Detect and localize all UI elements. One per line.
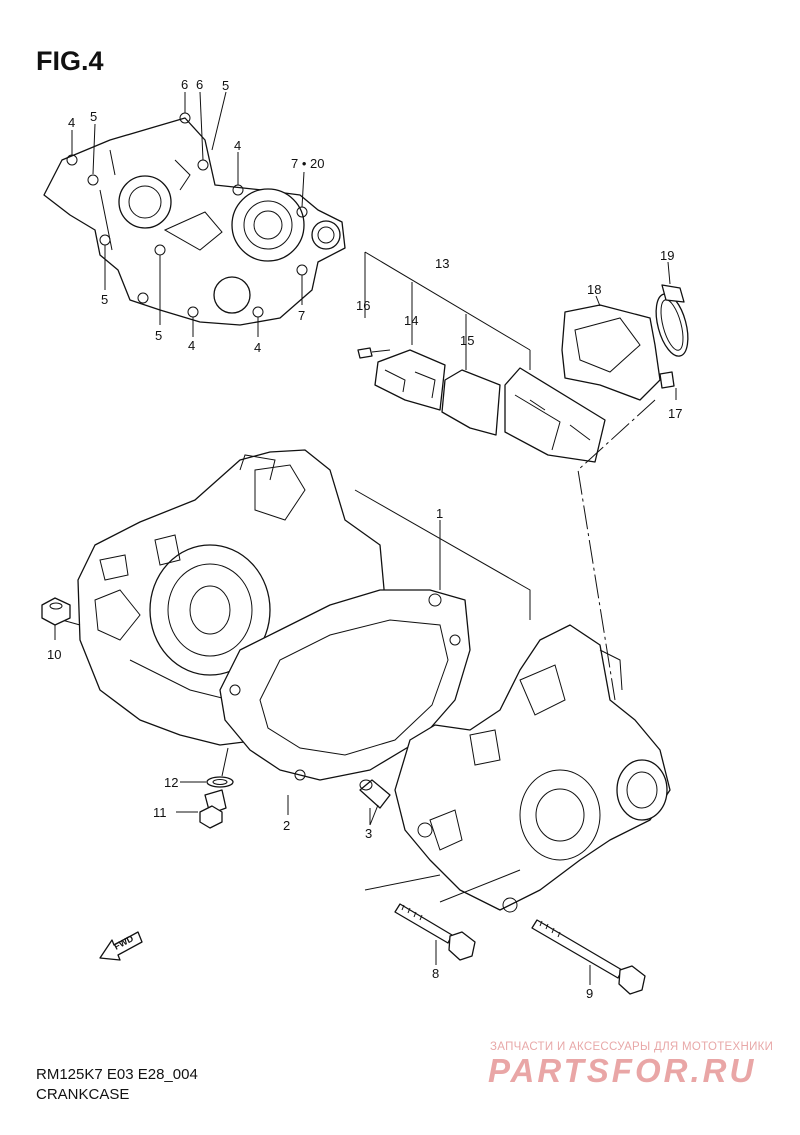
callout-6b: 6 [196,77,203,92]
assembly-line-bolts [364,869,521,903]
bolt-long [531,919,646,995]
callout-2: 2 [283,818,290,833]
callout-15: 15 [460,333,474,348]
callout-5d: 5 [155,328,162,343]
watermark-caption: ЗАПЧАСТИ И АКСЕССУАРЫ ДЛЯ МОТОТЕХНИКИ [490,1041,774,1053]
crankcase-gasket [219,589,471,781]
callout-7-20: 7 • 20 [291,156,324,171]
nut [41,597,71,640]
callout-labels: 1 2 3 4 4 4 4 5 5 5 5 6 6 7 7 • 20 8 9 1… [47,77,682,1001]
callout-16: 16 [356,298,370,313]
callout-3: 3 [365,826,372,841]
bolt-short [394,903,476,965]
figure-title: FIG.4 [36,46,104,76]
dowel-pin [359,779,391,826]
callout-4d: 4 [254,340,261,355]
callout-8: 8 [432,966,439,981]
callout-bracket-1 [354,489,531,620]
callout-19: 19 [660,248,674,263]
callout-9: 9 [586,986,593,1001]
reed-valve-group [357,251,606,463]
section-name: CRANKCASE [36,1086,130,1103]
callout-12: 12 [164,775,178,790]
callout-10: 10 [47,647,61,662]
watermark-logo: PARTSFOR.RU [488,1052,757,1089]
callout-14: 14 [404,313,418,328]
callout-4b: 4 [234,138,241,153]
callout-6a: 6 [181,77,188,92]
callout-17: 17 [668,406,682,421]
crankcase-inner-view [43,112,346,326]
callout-11: 11 [153,805,167,820]
leaders-top-left [71,91,305,337]
callout-5a: 5 [90,109,97,124]
callout-18: 18 [587,282,601,297]
callout-13: 13 [435,256,449,271]
callout-5c: 5 [101,292,108,307]
callout-1: 1 [436,506,443,521]
fwd-arrow-icon: FWD [99,931,143,961]
callout-4a: 4 [68,115,75,130]
callout-4c: 4 [188,338,195,353]
intake-pipe-group [561,261,689,701]
model-code: RM125K7 E03 E28_004 [36,1066,198,1083]
callout-5b: 5 [222,78,229,93]
callout-7: 7 [298,308,305,323]
drain-plug-group [176,747,234,829]
crankcase-right-half [394,624,671,913]
